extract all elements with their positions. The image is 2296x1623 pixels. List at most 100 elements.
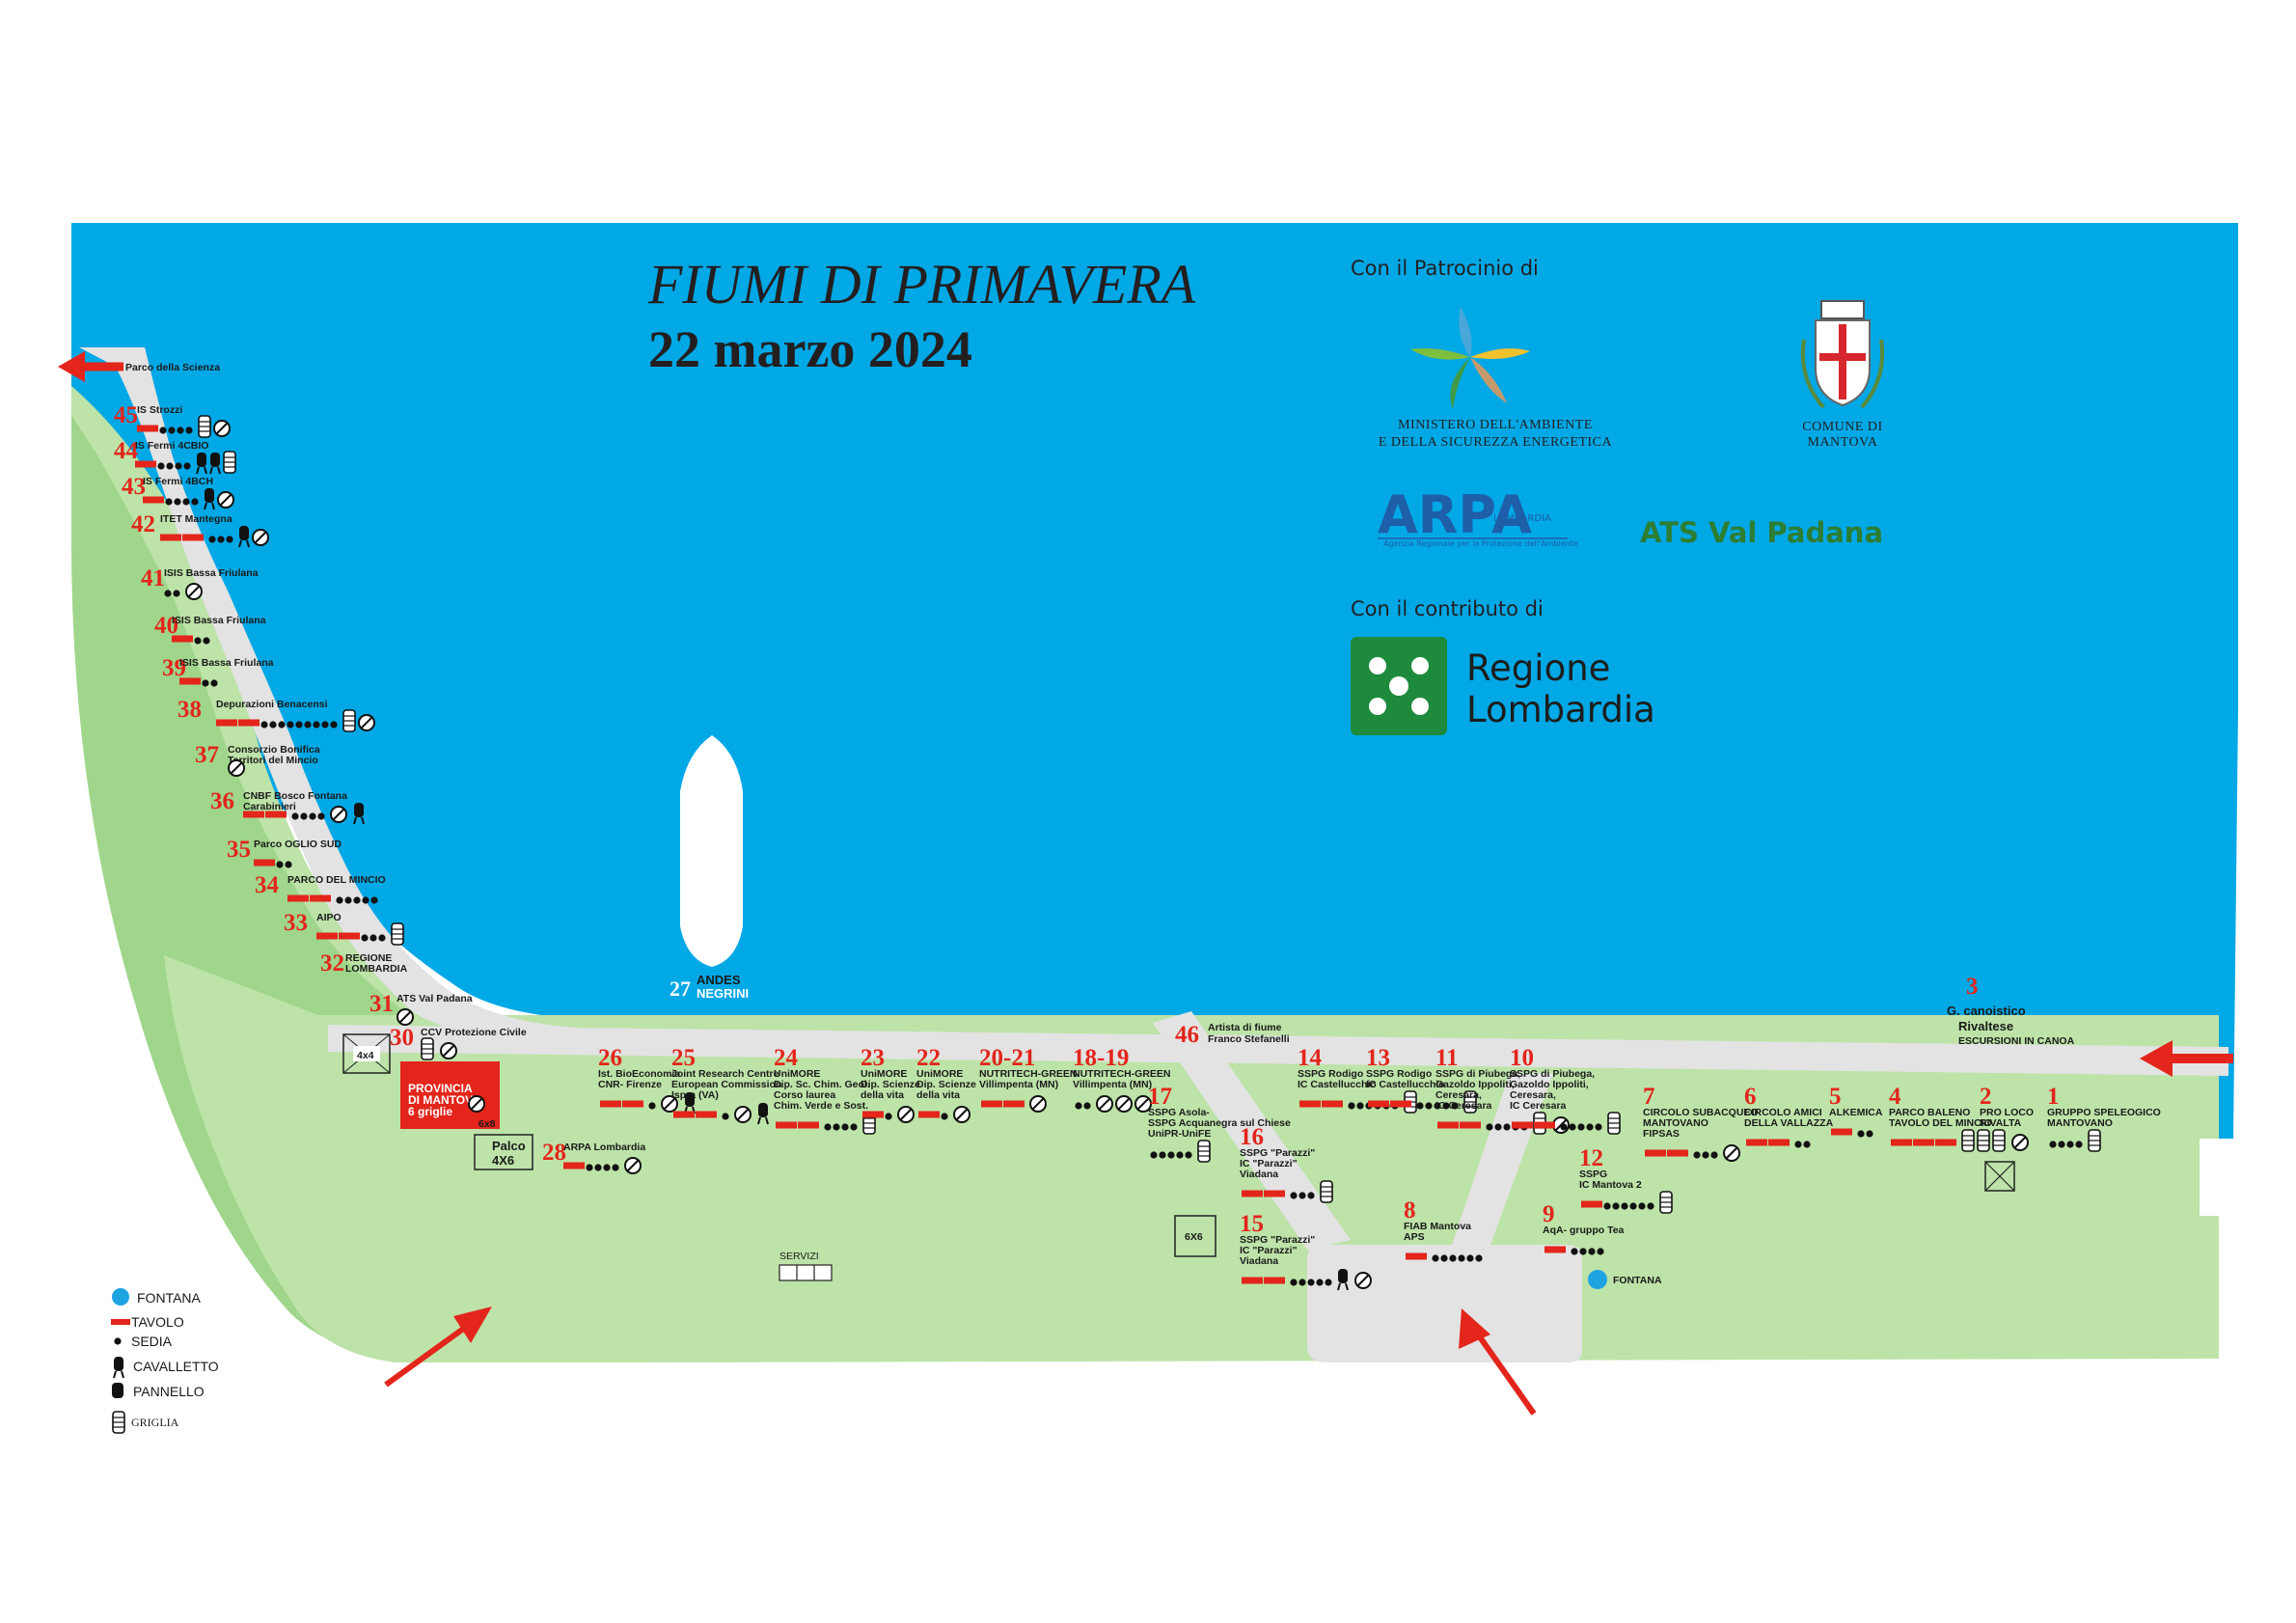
canoistico-label-1: G. canoistico <box>1947 1004 2026 1018</box>
no-entry-icon <box>1115 1095 1133 1113</box>
stand-number: 43 <box>122 474 146 500</box>
table-icon <box>1264 1190 1285 1197</box>
stand-label: Ceresara, <box>1510 1089 1556 1101</box>
table-icon <box>600 1100 621 1108</box>
table-icon <box>1460 1121 1481 1129</box>
no-entry-icon <box>213 420 231 437</box>
stand-label: ISIS Bassa Friulana <box>172 615 266 626</box>
svg-text:ARPA: ARPA <box>1378 484 1532 545</box>
stand-number: 1 <box>2047 1084 2060 1110</box>
stand-label: REGIONE <box>345 952 392 964</box>
stand-label: SSPG Rodigo <box>1366 1068 1432 1080</box>
plaza <box>1307 1245 1582 1362</box>
chair-icon <box>336 896 343 904</box>
arpa-logo: ARPA LOMBARDIA Agenzia Regionale per la … <box>1378 484 1578 548</box>
stand-number: 42 <box>131 511 155 537</box>
stand-number: 34 <box>255 872 280 898</box>
grill-icon <box>1992 1129 2006 1152</box>
chair-icon <box>1290 1279 1298 1286</box>
chair-icon <box>159 426 167 434</box>
grill-icon <box>391 922 404 946</box>
svg-text:Agenzia Regionale per la Prote: Agenzia Regionale per la Protezione dell… <box>1383 539 1578 548</box>
table-icon <box>1406 1252 1427 1260</box>
stand-label: Ceresara, <box>1435 1089 1482 1101</box>
table-icon <box>143 496 164 504</box>
grill-icon <box>1659 1191 1673 1214</box>
chair-icon <box>276 861 284 868</box>
chair-icon <box>1866 1130 1873 1138</box>
no-entry-icon <box>1029 1095 1047 1113</box>
chair-icon <box>164 590 172 597</box>
servizi-block: SERVIZI <box>779 1251 833 1281</box>
chair-icon <box>165 498 173 506</box>
stand-label: Viadana <box>1240 1169 1278 1180</box>
stand-label: SSPG Rodigo <box>1298 1068 1363 1080</box>
stand-number: 45 <box>114 402 138 428</box>
grill-icon <box>2088 1129 2101 1152</box>
grill-icon <box>1961 1129 1975 1152</box>
stand-label: AIPO <box>316 912 342 923</box>
svg-text:LOMBARDIA: LOMBARDIA <box>1493 513 1551 524</box>
chair-icon <box>183 462 191 470</box>
legend: FONTANA TAVOLO SEDIA CAVALLETTO PANNELLO… <box>111 1288 219 1434</box>
chair-icon <box>1432 1254 1439 1262</box>
table-icon <box>265 811 287 818</box>
stand-label: Territori del Mincio <box>228 755 318 766</box>
stand-label: Dip. Sc. Chim. Geol. <box>774 1079 870 1090</box>
stand-number: 29 <box>408 1059 432 1085</box>
no-entry-icon <box>897 1106 915 1123</box>
stand-number: 28 <box>542 1140 566 1166</box>
chair-icon <box>1571 1248 1578 1255</box>
grill-icon <box>421 1037 434 1060</box>
andes-number: 27 <box>670 977 691 1001</box>
chair-icon <box>321 721 329 729</box>
chair-icon <box>1298 1279 1306 1286</box>
table-icon <box>1368 1100 1389 1108</box>
no-entry-icon <box>440 1042 457 1059</box>
stand-label: DI MANTOVA <box>408 1093 480 1107</box>
table-icon <box>182 534 204 541</box>
stand-label: IS Fermi 4CBIO <box>135 440 208 452</box>
